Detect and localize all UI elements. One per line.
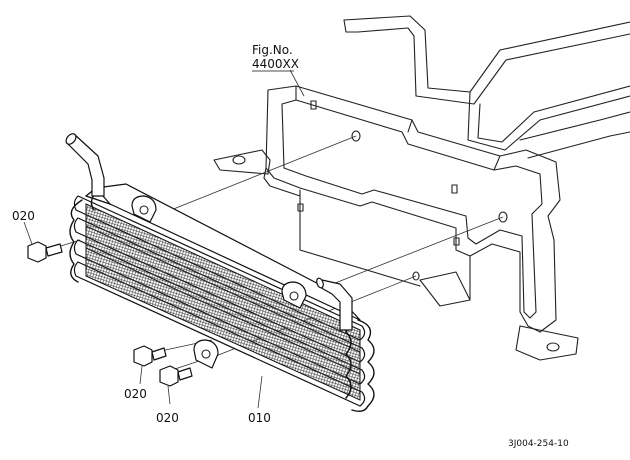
bolt-left [27,241,63,263]
bolt-lower-b [159,365,193,387]
callout-020-lower-b: 020 [156,411,179,425]
callout-010: 010 [248,411,271,425]
fig-no-label: Fig.No. [252,43,293,57]
fig-no-value: 4400XX [252,57,299,71]
callout-020-left: 020 [12,209,35,223]
callout-leaders [23,69,305,409]
mounting-bracket [213,85,579,361]
oil-cooler [65,133,375,413]
bolt-lower-a [133,345,167,367]
frame-rail [343,15,630,159]
drawing-code: 3J004-254-10 [508,439,569,449]
callout-020-lower-a: 020 [124,387,147,401]
